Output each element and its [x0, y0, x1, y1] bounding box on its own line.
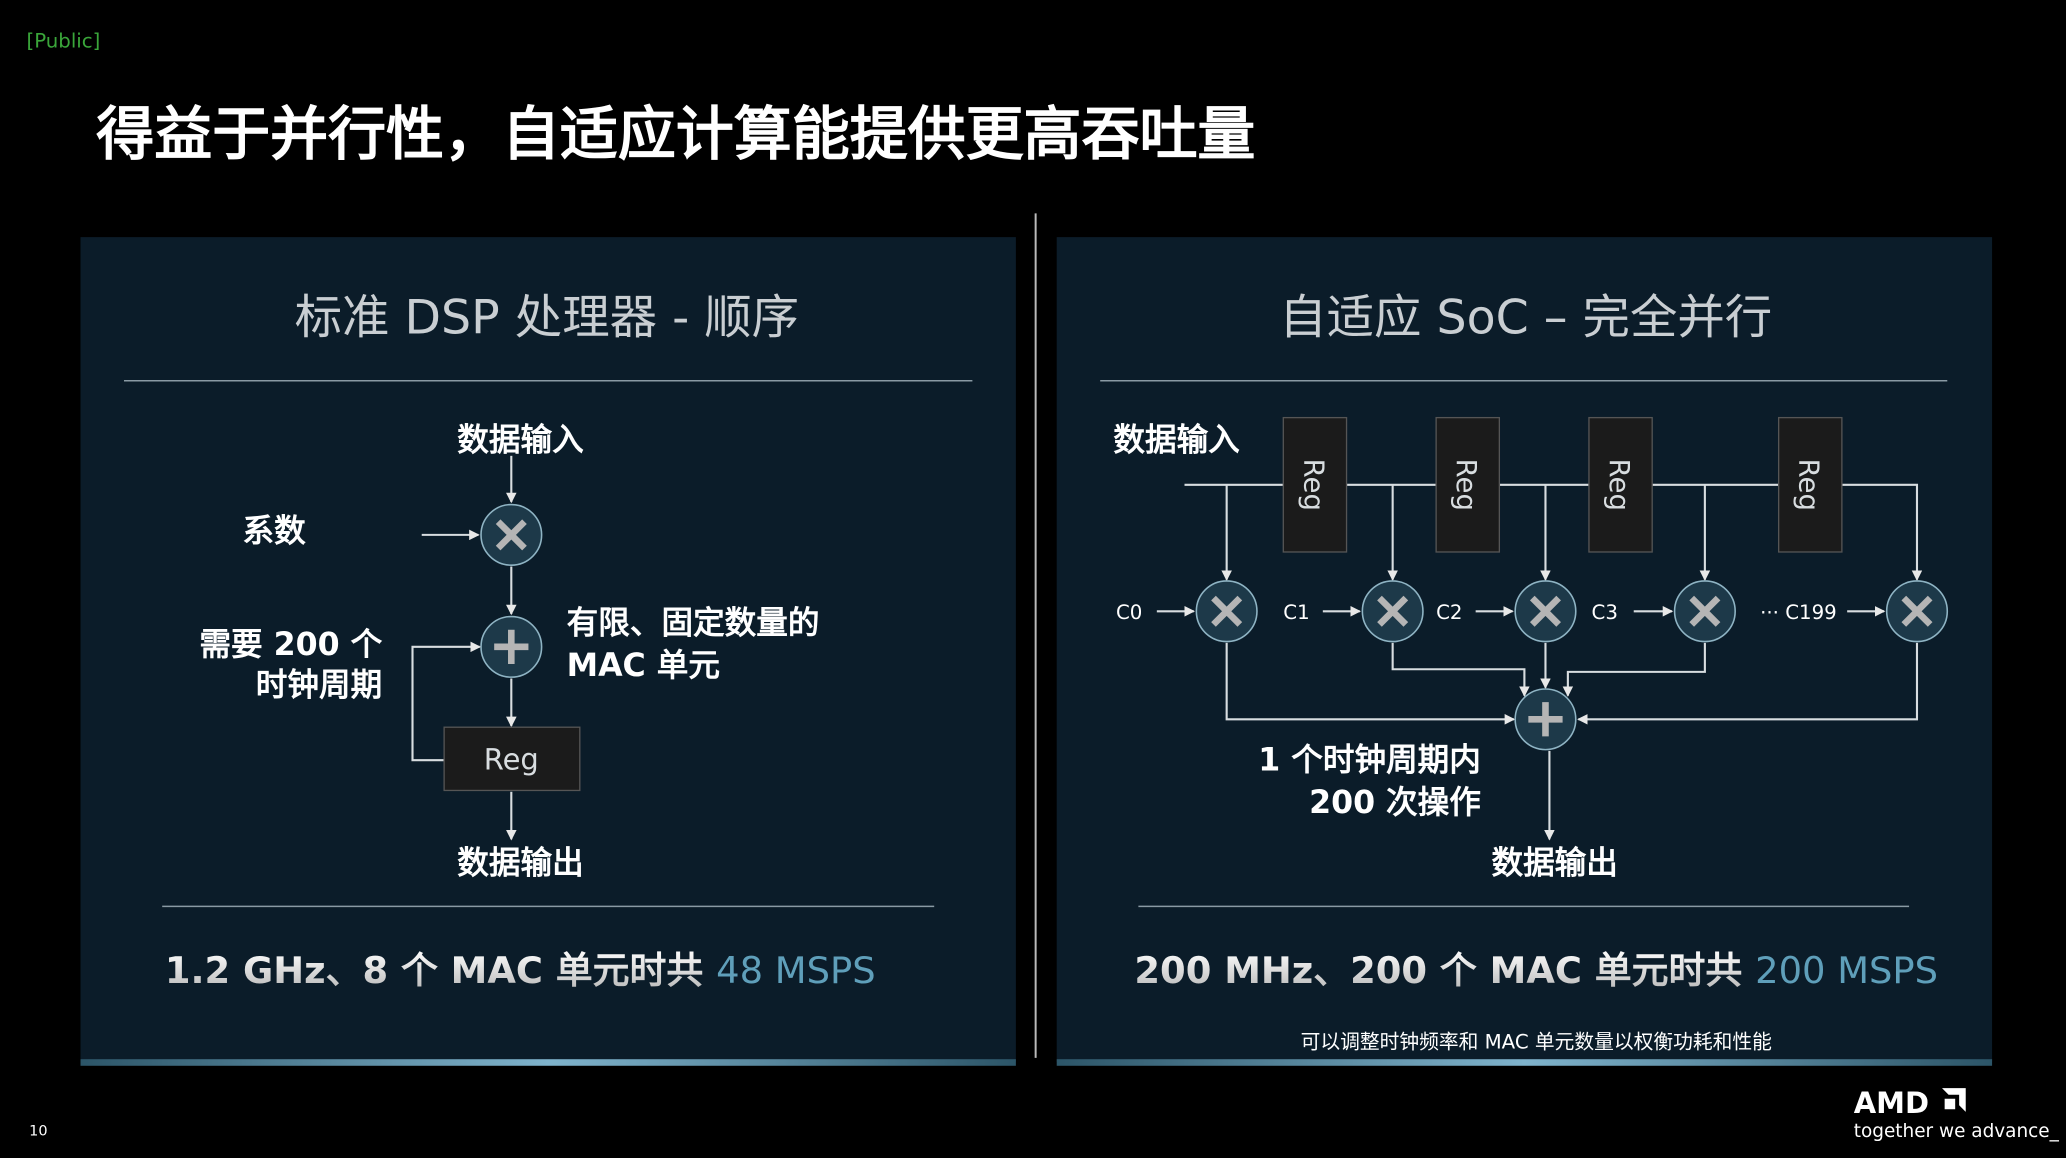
right-heading: 自适应 SoC – 完全并行: [1279, 290, 1772, 345]
left-data-out: 数据输出: [457, 845, 583, 881]
multiplier-icon: [480, 503, 543, 566]
register-block: Reg: [1282, 416, 1348, 553]
register-block: Reg: [1777, 416, 1843, 553]
coefficient-c1: C1: [1283, 601, 1309, 624]
amd-logo: AMD: [1854, 1086, 1966, 1120]
svg-text:AMD: AMD: [1854, 1086, 1929, 1120]
classification-label: [Public]: [27, 29, 101, 52]
right-note: 可以调整时钟频率和 MAC 单元数量以权衡功耗和性能: [1301, 1031, 1772, 1054]
register-label: Reg: [484, 742, 539, 776]
multiplier-icon: [1514, 580, 1577, 643]
brand-tagline: together we advance_: [1854, 1121, 2060, 1142]
mac-label-2: MAC 单元: [567, 648, 720, 684]
svg-text:Reg: Reg: [1450, 459, 1483, 512]
right-data-out: 数据输出: [1491, 845, 1617, 881]
ops-label-2: 200 次操作: [1309, 785, 1481, 821]
left-heading: 标准 DSP 处理器 - 顺序: [295, 290, 799, 345]
multiplier-icon: [1361, 580, 1424, 643]
right-panel: 自适应 SoC – 完全并行 数据输入 Reg Reg Reg Reg C0 C…: [1056, 237, 1993, 1066]
coefficient-c2: C2: [1436, 601, 1462, 624]
multiplier-icon: [1195, 580, 1258, 643]
svg-text:Reg: Reg: [1297, 459, 1330, 512]
register-block: [443, 726, 581, 792]
page-number: 10: [29, 1124, 47, 1140]
coefficient-label: 系数: [243, 513, 307, 549]
coefficient-c0: C0: [1116, 601, 1142, 624]
mac-label-1: 有限、固定数量的: [567, 606, 820, 642]
right-data-in: 数据输入: [1113, 423, 1240, 459]
page-title: 得益于并行性，自适应计算能提供更高吞吐量: [96, 100, 1255, 168]
multiplier-icon: [1673, 580, 1736, 643]
register-block: Reg: [1588, 416, 1653, 553]
adder-icon: [480, 615, 543, 678]
cycles-label-1: 需要 200 个: [199, 627, 382, 663]
svg-text:Reg: Reg: [1603, 459, 1636, 512]
right-summary: 200 MHz、200 个 MAC 单元时共 200 MSPS: [1134, 949, 1938, 992]
multiplier-icon: [1885, 580, 1949, 643]
cycles-label-2: 时钟周期: [256, 668, 382, 704]
ops-label-1: 1 个时钟周期内: [1258, 743, 1481, 779]
left-panel: 标准 DSP 处理器 - 顺序 数据输入 系数 有限、固定数量的 MAC 单元 …: [80, 237, 1016, 1066]
coefficient-c199: ··· C199: [1760, 601, 1837, 624]
register-block: Reg: [1435, 416, 1501, 553]
coefficient-c3: C3: [1592, 601, 1618, 624]
left-summary: 1.2 GHz、8 个 MAC 单元时共 48 MSPS: [165, 949, 876, 992]
left-data-in: 数据输入: [457, 423, 584, 459]
svg-text:Reg: Reg: [1793, 459, 1826, 512]
adder-icon: [1514, 688, 1577, 751]
